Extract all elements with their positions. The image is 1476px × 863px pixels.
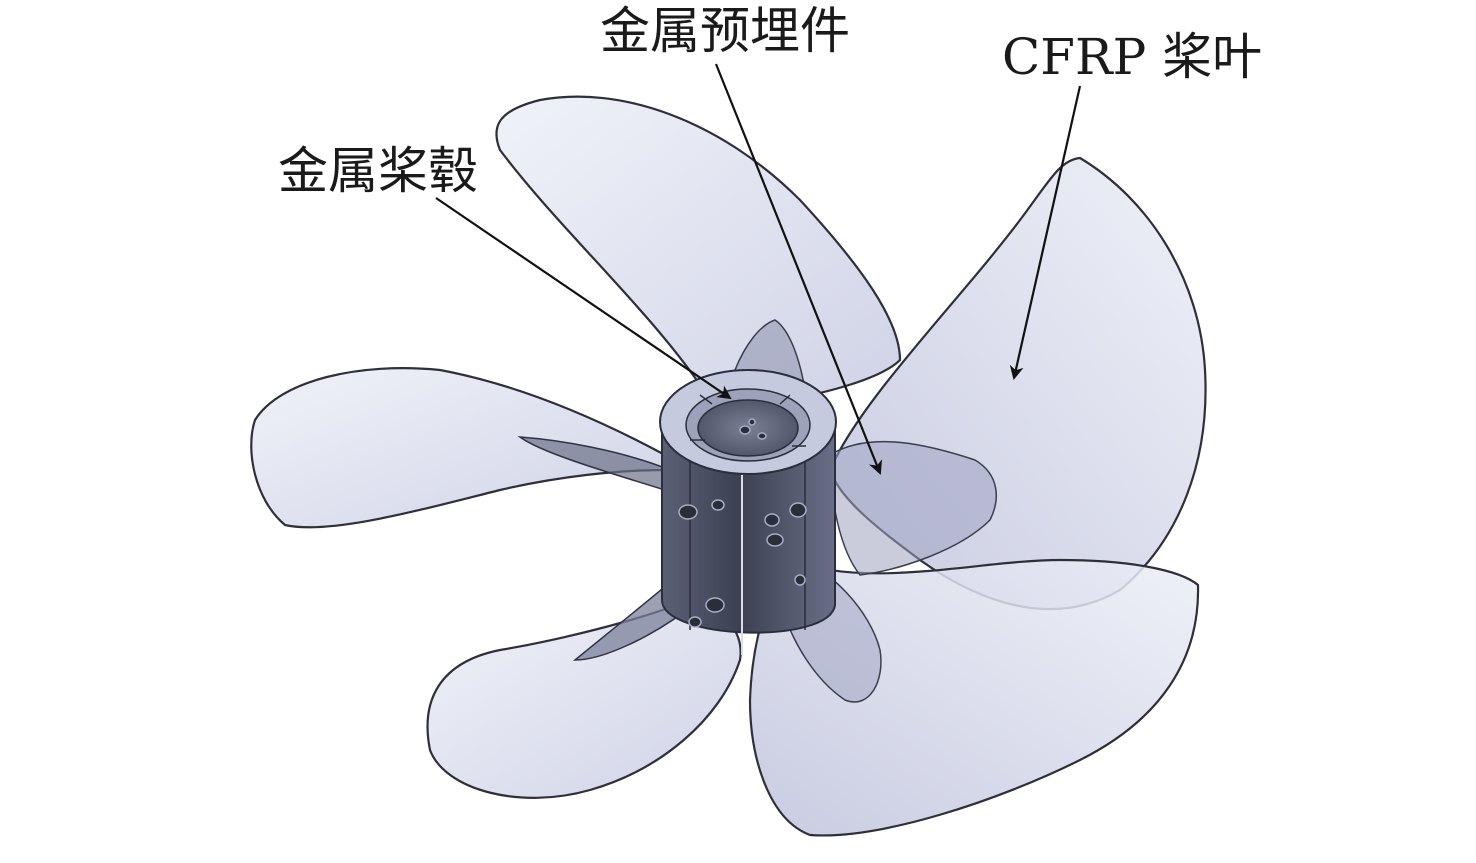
hub-bolt-holes	[678, 418, 807, 628]
arrow-blade	[1009, 85, 1082, 380]
arrow-hub	[435, 197, 732, 400]
blade-upper-left	[495, 95, 902, 407]
blade-root-right	[829, 440, 997, 576]
label-cfrp-blade: CFRP 桨叶	[1002, 28, 1263, 86]
blade-lower-left	[426, 598, 742, 799]
label-metal-hub: 金属桨毂	[278, 142, 478, 200]
blade-left	[250, 367, 667, 529]
arrow-insert	[714, 63, 883, 475]
hub-top-slot-1	[699, 394, 713, 405]
hub-top-slot-2	[779, 394, 791, 405]
label-metal-insert: 金属预埋件	[600, 2, 850, 60]
blade-root-left-thin	[517, 436, 671, 491]
hub-body	[661, 419, 836, 634]
